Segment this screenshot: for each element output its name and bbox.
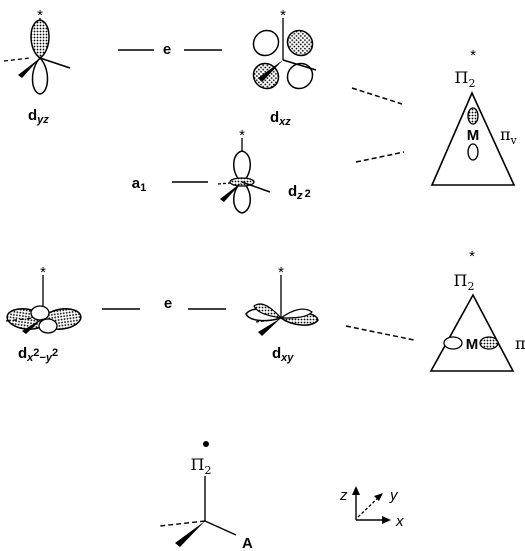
star-mark: * — [280, 7, 286, 24]
x-axis-label: x — [395, 513, 404, 530]
dxy-label: dxy — [272, 345, 294, 364]
star-mark: * — [470, 47, 476, 64]
pi-label-lower: π — [515, 334, 525, 353]
e-label-upper: e — [163, 41, 171, 58]
dxz-label: dxz — [270, 109, 291, 128]
frame-pi2-label: Π2 — [191, 455, 212, 477]
star-mark: * — [40, 264, 46, 281]
ligand-orbital-lower: * Π2 M π — [429, 248, 525, 372]
xyz-axes: z y x — [339, 486, 404, 530]
dxz-orbital: * dxz — [252, 7, 317, 128]
e-label-lower: e — [164, 295, 172, 312]
vertex-a-label: A — [242, 535, 253, 551]
e-level-upper: e — [118, 41, 222, 58]
star-mark: * — [239, 127, 245, 144]
dyz-orbital: * dyz — [3, 7, 71, 126]
a1-label: a1 — [132, 175, 146, 194]
dxy-orbital: * dxy — [245, 264, 319, 364]
star-mark: * — [469, 248, 475, 265]
metal-label-upper: M — [467, 127, 480, 144]
star-mark: * — [37, 7, 43, 24]
pi2-dot — [203, 441, 209, 447]
dyz-label: dyz — [28, 107, 49, 126]
pi-v-label: πv — [500, 125, 518, 147]
dx2y2-orbital: * dx2−y2 — [5, 264, 82, 364]
e-level-lower: e — [102, 295, 226, 312]
y-axis-label: y — [389, 487, 399, 504]
reference-frame: Π2 A — [159, 441, 253, 551]
ligand-orbital-upper: * Π2 M πv — [430, 47, 518, 186]
pi2-label-lower: Π2 — [454, 271, 475, 293]
star-mark: * — [278, 264, 284, 281]
dx2y2-label: dx2−y2 — [18, 345, 58, 364]
metal-label-lower: M — [466, 336, 479, 353]
a1-level: a1 — [132, 175, 208, 194]
z-axis-label: z — [339, 487, 348, 504]
pi2-label-upper: Π2 — [455, 68, 476, 90]
